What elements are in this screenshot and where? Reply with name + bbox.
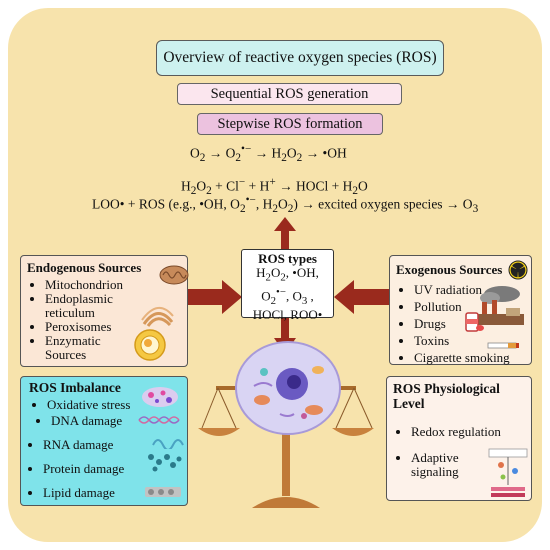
ros-types-line-1: H2O2, •OH,	[256, 265, 319, 284]
ros-types-box: ROS types H2O2, •OH, O2•−, O3 , HOCl, RO…	[241, 249, 334, 321]
peroxisome-icon	[134, 329, 166, 361]
list-item: DNA damage	[51, 414, 183, 428]
exogenous-box: Exogenous Sources UV radiation Pollution…	[389, 255, 532, 365]
exogenous-heading: Exogenous Sources	[396, 262, 503, 277]
list-item: Peroxisomes	[45, 320, 135, 334]
imbalance-heading: ROS Imbalance	[29, 380, 121, 395]
ros-types-heading: ROS types	[258, 251, 317, 266]
sequential-box: Sequential ROS generation	[177, 83, 402, 105]
arrow-from-endogenous	[188, 280, 242, 314]
sequential-text: Sequential ROS generation	[210, 85, 369, 102]
ros-types-line-2: O2•−, O3 ,	[261, 285, 314, 307]
protein-icon	[148, 454, 182, 472]
equation-excited-oxygen: LOO• + ROS (e.g., •OH, O2•−, H2O2) → exc…	[92, 194, 479, 216]
equation-hypochlorous: H2O2 + Cl− + H+ → HOCl + H2O	[181, 176, 368, 198]
list-item: Protein damage	[43, 462, 183, 476]
cigarette-icon	[487, 342, 519, 349]
imbalance-box: ROS Imbalance Oxidative stress DNA damag…	[20, 376, 188, 506]
stepwise-text: Stepwise ROS formation	[217, 115, 363, 132]
arrow-up	[274, 217, 296, 250]
signaling-pathway-icon	[488, 448, 528, 497]
list-item: Pollution	[414, 298, 527, 315]
list-item: Drugs	[414, 315, 527, 332]
list-item: UV radiation	[414, 281, 527, 298]
ros-types-line-3: HOCl, ROO•	[252, 306, 323, 322]
imbalance-damage-list: DNA damage RNA damage Protein damage Lip…	[29, 414, 183, 500]
endogenous-list: Mitochondrion Endoplasmic reticulum Pero…	[27, 278, 135, 362]
dna-icon	[138, 416, 180, 424]
imbalance-list: Oxidative stress	[29, 398, 183, 412]
list-item: Enzymatic Sources	[45, 334, 135, 362]
factory-pollution-icon	[478, 286, 524, 325]
title-box: Overview of reactive oxygen species (ROS…	[156, 40, 444, 76]
list-item: RNA damage	[43, 438, 183, 452]
list-item: Oxidative stress	[47, 398, 183, 412]
list-item: Endoplasmic reticulum	[45, 292, 135, 320]
list-item: Lipid damage	[43, 486, 183, 500]
list-item: Toxins	[414, 332, 527, 349]
lipid-icon	[145, 487, 181, 497]
title-text: Overview of reactive oxygen species (ROS…	[163, 49, 437, 66]
exogenous-list: UV radiation Pollution Drugs Toxins Ciga…	[396, 281, 527, 366]
drugs-icon	[465, 312, 484, 332]
oxidative-stress-icon	[142, 387, 178, 407]
endogenous-box: Endogenous Sources Mitochondrion Endopla…	[20, 255, 189, 367]
arrow-from-exogenous	[334, 280, 389, 314]
physiological-list: Redox regulation Adaptive signaling	[393, 425, 527, 479]
radiation-icon	[508, 260, 528, 280]
equation-superoxide-chain: O2 → O2•− → H2O2 → •OH	[190, 143, 347, 165]
list-item: Redox regulation	[411, 425, 527, 439]
list-item: Adaptive signaling	[411, 451, 461, 479]
endogenous-heading: Endogenous Sources	[27, 260, 142, 275]
mitochondrion-icon	[159, 265, 189, 285]
rna-icon	[152, 439, 184, 449]
list-item: Mitochondrion	[45, 278, 135, 292]
stepwise-box: Stepwise ROS formation	[197, 113, 383, 135]
cell-icon	[235, 341, 341, 435]
endoplasmic-reticulum-icon	[141, 307, 174, 327]
list-item: Cigarette smoking	[414, 349, 527, 366]
